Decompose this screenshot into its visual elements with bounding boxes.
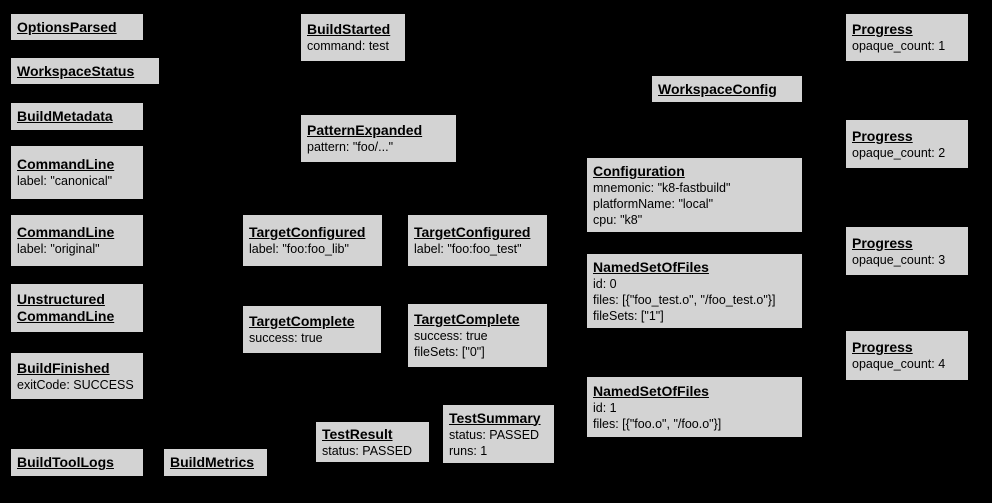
- node-attr-line: opaque_count: 4: [852, 357, 946, 371]
- node-attr-line: platformName: "local": [593, 196, 714, 211]
- node-attr-line: cpu: "k8": [593, 212, 643, 227]
- node-title: Progress: [852, 234, 913, 251]
- node-attr-line: command: test: [307, 39, 389, 53]
- node-title: BuildFinished: [17, 359, 110, 376]
- node-title: WorkspaceStatus: [17, 62, 135, 79]
- node-named-set-of-files-0: NamedSetOfFiles id: 0 files: [{"foo_test…: [586, 253, 803, 329]
- node-build-finished: BuildFinished exitCode: SUCCESS: [10, 352, 144, 400]
- node-progress-1: Progress opaque_count: 1: [845, 13, 969, 62]
- node-target-complete-foo-lib: TargetComplete success: true: [242, 305, 382, 354]
- node-title: Unstructured CommandLine: [17, 291, 115, 324]
- node-target-complete-foo-test: TargetComplete success: true fileSets: […: [407, 303, 548, 368]
- node-title: Progress: [852, 21, 913, 37]
- node-title: BuildMetadata: [17, 108, 113, 124]
- node-attr-line: label: "original": [17, 242, 100, 256]
- node-attr-line: id: 1: [593, 400, 617, 415]
- node-attr-line: success: true: [249, 331, 323, 345]
- node-title: BuildMetrics: [170, 454, 255, 470]
- node-progress-2: Progress opaque_count: 2: [845, 119, 969, 169]
- node-title: WorkspaceConfig: [658, 80, 777, 97]
- node-attr-line: id: 0: [593, 276, 617, 291]
- node-test-summary: TestSummary status: PASSED runs: 1: [442, 404, 555, 464]
- node-configuration: Configuration mnemonic: "k8-fastbuild" p…: [586, 157, 803, 233]
- node-unstructured-command-line: Unstructured CommandLine: [10, 283, 144, 333]
- node-build-metrics: BuildMetrics: [163, 448, 268, 477]
- node-attr-line: opaque_count: 3: [852, 252, 946, 267]
- node-title: CommandLine: [17, 156, 115, 172]
- node-build-started: BuildStarted command: test: [300, 13, 406, 62]
- node-attr-line: success: true: [414, 329, 488, 343]
- node-attr-line: label: "canonical": [17, 174, 113, 188]
- node-title: Progress: [852, 339, 913, 355]
- node-title: TargetComplete: [414, 311, 520, 327]
- node-attr-line: runs: 1: [449, 443, 488, 458]
- node-test-result: TestResult status: PASSED: [315, 421, 430, 463]
- node-title: PatternExpanded: [307, 122, 423, 138]
- node-attr-line: files: [{"foo.o", "/foo.o"}]: [593, 416, 722, 431]
- node-options-parsed: OptionsParsed: [10, 13, 144, 41]
- node-attr-line: exitCode: SUCCESS: [17, 377, 134, 392]
- node-target-configured-foo-test: TargetConfigured label: "foo:foo_test": [407, 214, 548, 267]
- node-title: NamedSetOfFiles: [593, 382, 709, 399]
- node-title: TargetComplete: [249, 313, 355, 329]
- node-attr-line: label: "foo:foo_test": [414, 242, 522, 256]
- node-title: TargetConfigured: [414, 224, 531, 240]
- node-attr-line: label: "foo:foo_lib": [249, 242, 349, 256]
- node-title: TestSummary: [449, 409, 541, 426]
- node-title: CommandLine: [17, 224, 115, 240]
- node-attr-line: pattern: "foo/...": [307, 140, 394, 154]
- node-title: OptionsParsed: [17, 18, 117, 35]
- node-command-line-original: CommandLine label: "original": [10, 214, 144, 267]
- node-title: NamedSetOfFiles: [593, 258, 709, 275]
- node-attr-line: opaque_count: 2: [852, 145, 946, 160]
- node-target-configured-foo-lib: TargetConfigured label: "foo:foo_lib": [242, 214, 383, 267]
- node-attr-line: files: [{"foo_test.o", "/foo_test.o"}]: [593, 292, 776, 307]
- node-workspace-config: WorkspaceConfig: [651, 75, 803, 103]
- node-title: Progress: [852, 127, 913, 144]
- node-build-tool-logs: BuildToolLogs: [10, 448, 144, 477]
- node-named-set-of-files-1: NamedSetOfFiles id: 1 files: [{"foo.o", …: [586, 376, 803, 438]
- node-title: Configuration: [593, 162, 685, 179]
- node-title: TestResult: [322, 425, 393, 442]
- node-title: BuildStarted: [307, 21, 391, 37]
- node-attr-line: status: PASSED: [322, 443, 413, 458]
- node-progress-4: Progress opaque_count: 4: [845, 330, 969, 381]
- node-attr-line: fileSets: ["1"]: [593, 308, 664, 323]
- node-workspace-status: WorkspaceStatus: [10, 57, 160, 85]
- node-pattern-expanded: PatternExpanded pattern: "foo/...": [300, 114, 457, 163]
- node-title: TargetConfigured: [249, 224, 366, 240]
- node-attr-line: opaque_count: 1: [852, 39, 946, 53]
- node-command-line-canonical: CommandLine label: "canonical": [10, 145, 144, 200]
- node-progress-3: Progress opaque_count: 3: [845, 226, 969, 276]
- node-attr-line: mnemonic: "k8-fastbuild": [593, 180, 731, 195]
- node-title: BuildToolLogs: [17, 454, 114, 470]
- node-build-metadata: BuildMetadata: [10, 102, 144, 131]
- node-attr-line: status: PASSED: [449, 427, 540, 442]
- node-attr-line: fileSets: ["0"]: [414, 345, 485, 359]
